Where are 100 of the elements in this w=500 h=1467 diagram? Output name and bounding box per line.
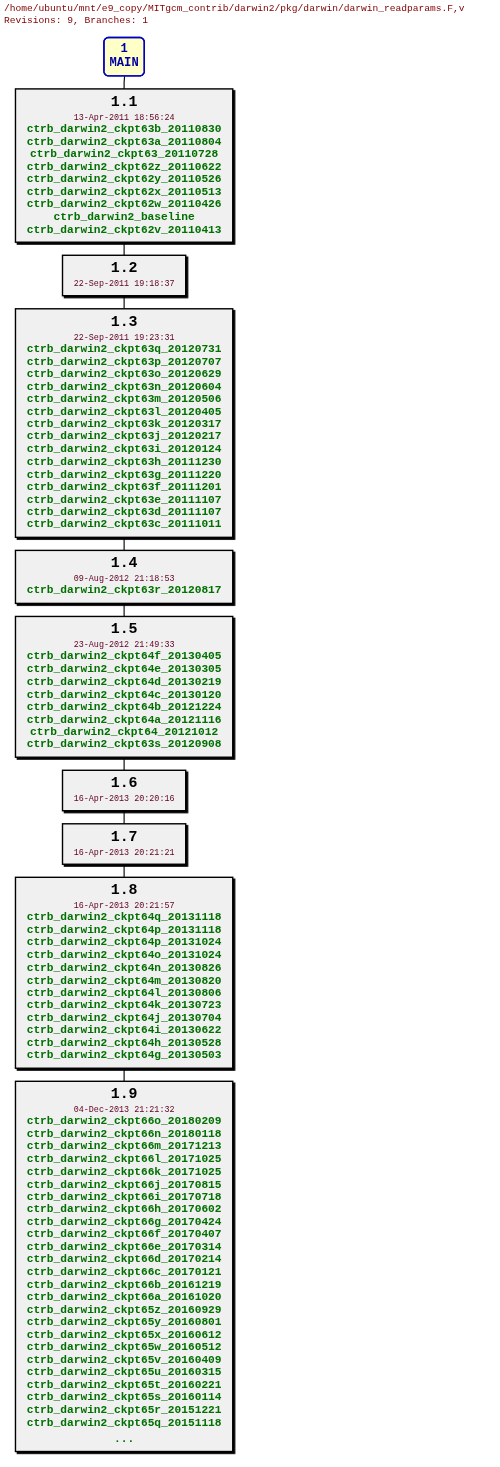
ellipsis-mark: ... bbox=[114, 1433, 135, 1446]
revision-number: 1.5 bbox=[110, 622, 138, 638]
node-box bbox=[14, 1080, 234, 1453]
tag-name: ctrb_darwin2_ckpt63d_20111107 bbox=[26, 505, 222, 519]
tag-name: ctrb_darwin2_ckpt65v_20160409 bbox=[26, 1353, 222, 1367]
tag-name: ctrb_darwin2_ckpt62w_20110426 bbox=[26, 198, 222, 212]
connector bbox=[123, 1067, 125, 1082]
tag-name: ctrb_darwin2_ckpt66n_20180118 bbox=[26, 1127, 222, 1141]
tag-name: ctrb_darwin2_ckpt64_20121012 bbox=[30, 725, 219, 739]
tag-name: ctrb_darwin2_ckpt66d_20170214 bbox=[26, 1253, 222, 1267]
node-box bbox=[61, 823, 187, 865]
tag-name: ctrb_darwin2_ckpt62x_20110513 bbox=[26, 185, 222, 199]
tag-name: ctrb_darwin2_ckpt63e_20111107 bbox=[26, 493, 222, 507]
tag-name: ctrb_darwin2_baseline bbox=[53, 210, 195, 224]
revision-number: 1.7 bbox=[110, 829, 138, 846]
tag-name: ctrb_darwin2_ckpt64p_20131024 bbox=[26, 936, 222, 950]
tag-name: ctrb_darwin2_ckpt66l_20171025 bbox=[26, 1152, 222, 1166]
tag-name: ctrb_darwin2_ckpt66e_20170314 bbox=[26, 1240, 222, 1254]
tag-name: ctrb_darwin2_ckpt64o_20131024 bbox=[26, 948, 222, 962]
node-box bbox=[61, 254, 187, 297]
tag-name: ctrb_darwin2_ckpt64m_20130820 bbox=[26, 973, 222, 987]
tag-name: ctrb_darwin2_ckpt63i_20120124 bbox=[26, 442, 222, 456]
node-box bbox=[14, 308, 234, 538]
node-box bbox=[14, 549, 234, 605]
tag-name: ctrb_darwin2_ckpt65u_20160315 bbox=[26, 1365, 222, 1379]
revision-number: 1.8 bbox=[110, 882, 138, 899]
tag-name: ctrb_darwin2_ckpt63s_20120908 bbox=[26, 738, 222, 752]
connector bbox=[123, 756, 125, 771]
tag-name: ctrb_darwin2_ckpt64d_20130219 bbox=[26, 675, 222, 689]
tag-name: ctrb_darwin2_ckpt64e_20130305 bbox=[26, 662, 222, 676]
tag-name: ctrb_darwin2_ckpt63b_20110830 bbox=[26, 122, 222, 136]
tag-name: ctrb_darwin2_ckpt63a_20110804 bbox=[26, 135, 222, 149]
tag-name: ctrb_darwin2_ckpt66g_20170424 bbox=[26, 1215, 222, 1229]
tag-name: ctrb_darwin2_ckpt62v_20110413 bbox=[26, 223, 222, 237]
tag-name: ctrb_darwin2_ckpt66i_20170718 bbox=[26, 1190, 222, 1204]
tag-name: ctrb_darwin2_ckpt63o_20120629 bbox=[26, 367, 222, 381]
tag-name: ctrb_darwin2_ckpt64a_20121116 bbox=[26, 713, 222, 727]
revision-number: 1.6 bbox=[110, 775, 138, 792]
connector bbox=[123, 863, 125, 878]
tag-name: ctrb_darwin2_ckpt65q_20151118 bbox=[26, 1416, 222, 1430]
node-box bbox=[14, 88, 234, 243]
tag-name: ctrb_darwin2_ckpt63l_20120405 bbox=[26, 405, 222, 419]
tag-name: ctrb_darwin2_ckpt63k_20120317 bbox=[26, 417, 222, 431]
branch-label: 1 bbox=[120, 43, 128, 57]
tag-name: ctrb_darwin2_ckpt66f_20170407 bbox=[26, 1228, 222, 1242]
commit-date: 13-Apr-2011 18:56:24 bbox=[73, 113, 175, 123]
revision-count-text: Revisions: 9, Branches: 1 bbox=[4, 15, 148, 28]
commit-date: 04-Dec-2013 21:21:32 bbox=[73, 1105, 175, 1115]
tag-name: ctrb_darwin2_ckpt64h_20130528 bbox=[26, 1036, 222, 1050]
tag-name: ctrb_darwin2_ckpt65s_20160114 bbox=[26, 1391, 222, 1405]
tag-name: ctrb_darwin2_ckpt66a_20161020 bbox=[26, 1290, 222, 1304]
tag-name: ctrb_darwin2_ckpt65x_20160612 bbox=[26, 1328, 222, 1342]
tag-name: ctrb_darwin2_ckpt64b_20121224 bbox=[26, 700, 222, 714]
tag-name: ctrb_darwin2_ckpt66b_20161219 bbox=[26, 1278, 222, 1292]
revision-number: 1.1 bbox=[110, 94, 138, 111]
commit-date: 22-Sep-2011 19:23:31 bbox=[73, 332, 175, 343]
commit-date: 22-Sep-2011 19:18:37 bbox=[73, 279, 175, 289]
tag-name: ctrb_darwin2_ckpt66h_20170602 bbox=[26, 1202, 222, 1216]
node-box bbox=[14, 615, 234, 758]
revision-number: 1.9 bbox=[110, 1086, 138, 1103]
tag-name: ctrb_darwin2_ckpt62y_20110526 bbox=[26, 172, 222, 186]
tag-name: ctrb_darwin2_ckpt64g_20130503 bbox=[26, 1049, 222, 1063]
tag-name: ctrb_darwin2_ckpt64c_20130120 bbox=[26, 687, 222, 701]
commit-date: 09-Aug-2012 21:18:53 bbox=[73, 574, 175, 584]
branch-label: MAIN bbox=[109, 55, 139, 70]
tag-name: ctrb_darwin2_ckpt66k_20171025 bbox=[26, 1165, 222, 1179]
tag-name: ctrb_darwin2_ckpt62z_20110622 bbox=[26, 160, 222, 174]
connector bbox=[123, 810, 125, 825]
tag-name: ctrb_darwin2_ckpt64l_20130806 bbox=[26, 986, 222, 1000]
tag-name: ctrb_darwin2_ckpt66m_20171213 bbox=[26, 1140, 222, 1154]
file-path-title: /home/ubuntu/mnt/e9_copy/MITgcm_contrib/darwin2/pkg/darwin/darwin_readparams.F,v bbox=[4, 3, 465, 16]
revision-number: 1.3 bbox=[110, 314, 138, 331]
tag-name: ctrb_darwin2_ckpt64f_20130405 bbox=[26, 650, 222, 664]
tag-name: ctrb_darwin2_ckpt64j_20130704 bbox=[26, 1011, 222, 1025]
tag-name: ctrb_darwin2_ckpt63q_20120731 bbox=[26, 342, 222, 356]
tag-name: ctrb_darwin2_ckpt63g_20111220 bbox=[26, 468, 222, 482]
tag-name: ctrb_darwin2_ckpt65t_20160221 bbox=[26, 1378, 222, 1392]
tag-name: ctrb_darwin2_ckpt65z_20160929 bbox=[26, 1303, 222, 1317]
tag-name: ctrb_darwin2_ckpt64p_20131118 bbox=[26, 923, 222, 937]
revision-number: 1.4 bbox=[110, 555, 138, 572]
commit-date: 23-Aug-2012 21:49:33 bbox=[73, 640, 175, 650]
commit-date: 16-Apr-2013 20:21:21 bbox=[73, 847, 175, 858]
tag-name: ctrb_darwin2_ckpt64n_20130826 bbox=[26, 961, 222, 975]
tag-name: ctrb_darwin2_ckpt63j_20120217 bbox=[26, 430, 222, 444]
tag-name: ctrb_darwin2_ckpt63r_20120817 bbox=[26, 584, 222, 598]
tag-name: ctrb_darwin2_ckpt63p_20120707 bbox=[26, 355, 222, 369]
tag-name: ctrb_darwin2_ckpt63h_20111230 bbox=[26, 455, 222, 469]
tag-name: ctrb_darwin2_ckpt64k_20130723 bbox=[26, 998, 222, 1012]
tag-name: ctrb_darwin2_ckpt63n_20120604 bbox=[26, 380, 222, 394]
connector bbox=[123, 536, 125, 551]
revision-number: 1.2 bbox=[110, 260, 138, 277]
tag-name: ctrb_darwin2_ckpt66o_20180209 bbox=[26, 1115, 222, 1129]
tag-name: ctrb_darwin2_ckpt65w_20160512 bbox=[26, 1340, 222, 1354]
connector bbox=[123, 602, 125, 617]
tag-name: ctrb_darwin2_ckpt65y_20160801 bbox=[26, 1315, 222, 1329]
tag-name: ctrb_darwin2_ckpt63m_20120506 bbox=[26, 392, 222, 406]
tag-name: ctrb_darwin2_ckpt66c_20170121 bbox=[26, 1265, 222, 1279]
tag-name: ctrb_darwin2_ckpt63c_20111011 bbox=[26, 518, 222, 532]
commit-date: 16-Apr-2013 20:20:16 bbox=[73, 794, 175, 804]
tag-name: ctrb_darwin2_ckpt64i_20130622 bbox=[26, 1024, 222, 1038]
